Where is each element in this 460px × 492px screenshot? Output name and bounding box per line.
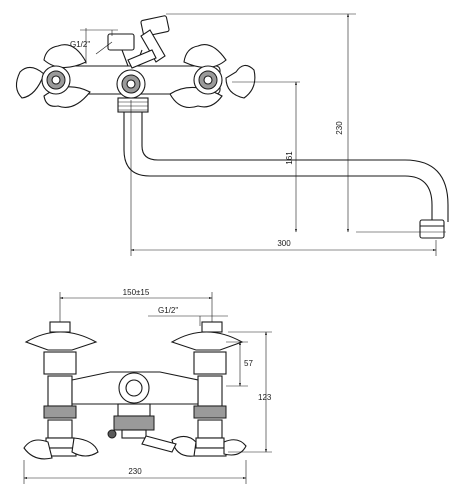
center-lever (141, 435, 177, 453)
swivel-nut (117, 97, 149, 113)
right-flange (170, 331, 244, 351)
dim-150-center: 150±15 (123, 288, 150, 297)
front-neck (117, 403, 151, 417)
diverter-lever (127, 49, 157, 69)
right-wall-stub (201, 321, 223, 333)
right-lever-a (171, 435, 197, 457)
front-diverter-knob (107, 429, 117, 439)
dim-230-height: 230 (335, 121, 344, 135)
left-handle (15, 44, 91, 108)
right-handle (169, 44, 256, 109)
right-lever-b (223, 439, 247, 456)
top-thread-label: G1/2" (70, 40, 90, 49)
front-thread-label: G1/2" (158, 306, 178, 315)
left-flange (24, 331, 98, 351)
dim-230-width: 230 (128, 467, 142, 476)
shower-diverter (107, 15, 170, 67)
dim-161-height: 161 (285, 151, 294, 165)
spout-pipe (123, 110, 449, 239)
spout-nozzle (419, 219, 445, 239)
dim-57-height: 57 (244, 359, 253, 368)
left-lever-b (71, 437, 99, 457)
left-lever-a (23, 439, 53, 460)
left-column (43, 351, 77, 457)
dim-300-length: 300 (277, 239, 291, 248)
dim-123-height: 123 (258, 393, 272, 402)
top-view: G1/2" 230 161 300 (15, 13, 449, 256)
front-view: 150±15 G1/2" (23, 288, 272, 484)
front-swivel-nut (113, 415, 155, 431)
left-wall-stub (49, 321, 71, 333)
right-column (193, 351, 227, 457)
